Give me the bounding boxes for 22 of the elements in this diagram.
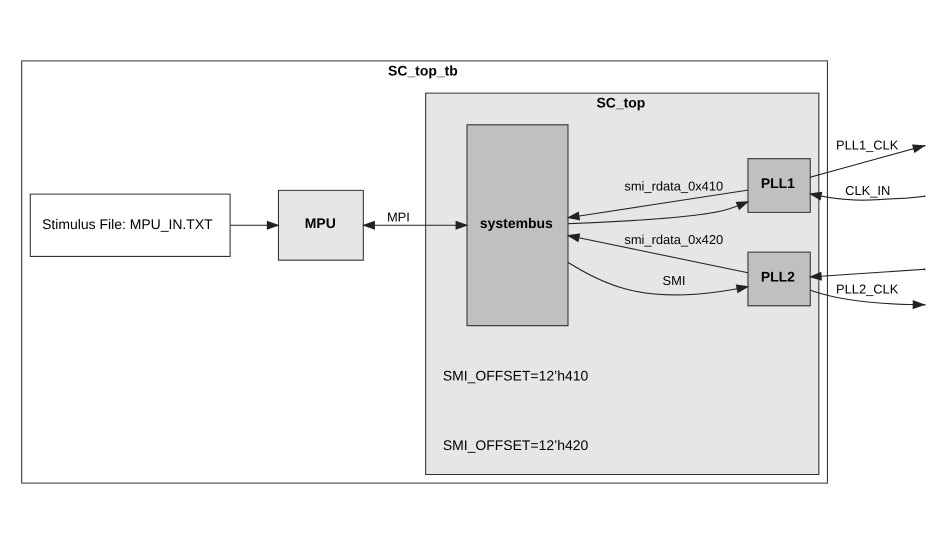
edge-label: smi_rdata_0x420 (624, 232, 724, 248)
edge-label: PLL1_CLK (836, 138, 898, 153)
node-box: systembus (466, 124, 569, 326)
arrow (568, 262, 750, 296)
edge-label: SMI (662, 273, 686, 288)
edge-label: MPI (386, 210, 410, 225)
arrow (362, 220, 468, 230)
arrow (566, 233, 748, 274)
edge-label: smi_rdata_0x410 (624, 178, 724, 194)
arrow (808, 192, 924, 201)
arrow (566, 190, 748, 220)
arrow (808, 268, 924, 281)
edge-label: CLK_IN (845, 182, 890, 198)
label: SMI_OFFSET=12’h420 (442, 437, 588, 454)
edge-label: PLL2_CLK (836, 282, 898, 297)
node-box: MPU (278, 190, 364, 261)
node-box: Stimulus File: MPU_IN.TXT (30, 194, 231, 257)
node-box: PLL2 (747, 252, 811, 306)
arrow (568, 201, 750, 224)
arrow (230, 220, 280, 230)
node-box: PLL1 (747, 158, 811, 213)
label: SMI_OFFSET=12’h410 (442, 367, 588, 384)
